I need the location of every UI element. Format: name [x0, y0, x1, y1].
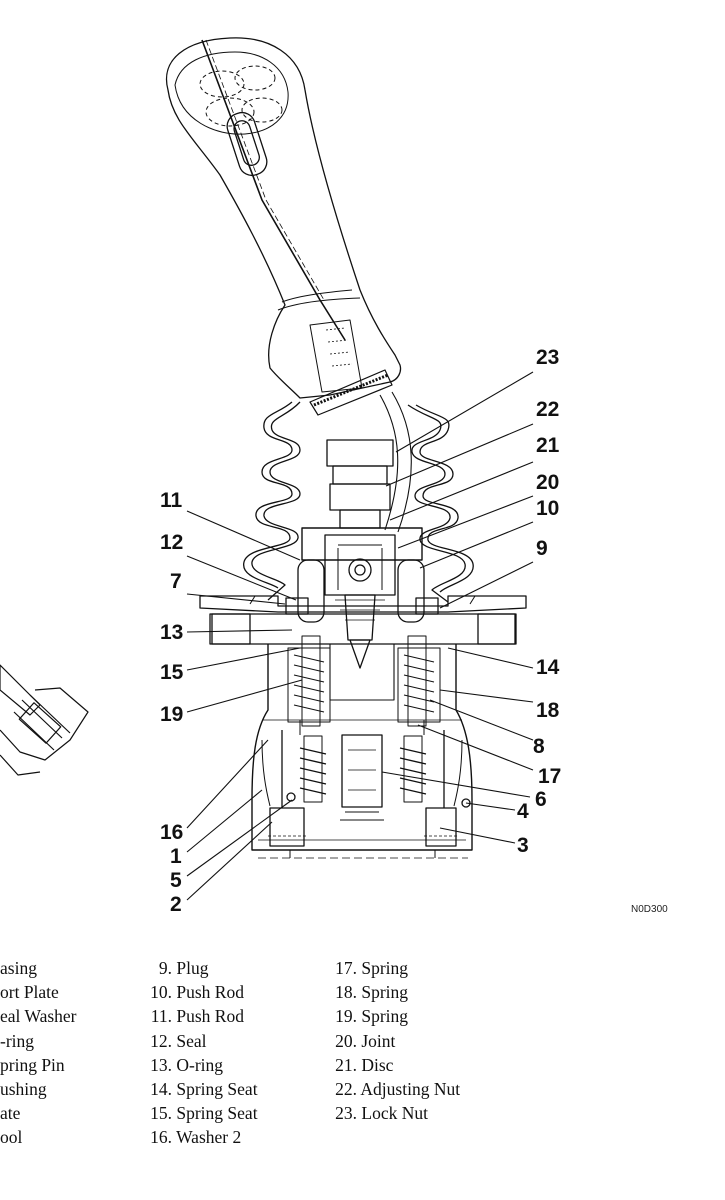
legend-item: 15. Spring Seat	[150, 1103, 258, 1124]
callout-9: 9	[536, 537, 548, 560]
legend-item: 21. Disc	[335, 1054, 394, 1075]
legend-item: 19. Spring	[335, 1006, 409, 1027]
legend-item: 11. Push Rod	[150, 1006, 244, 1027]
callout-14: 14	[536, 656, 560, 679]
legend-item: ort Plate	[0, 982, 59, 1003]
legend-item: 17. Spring	[335, 958, 409, 978]
joystick-valve-cross-section	[0, 37, 534, 901]
legend-item: 18. Spring	[335, 982, 409, 1003]
legend-item: asing	[0, 958, 37, 978]
legend-item: ool	[0, 1127, 23, 1148]
legend-column-2: 9. Plug 10. Push Rod 11. Push Rod 12. Se…	[140, 956, 258, 1150]
callout-5: 5	[170, 869, 182, 892]
callout-4: 4	[517, 800, 529, 823]
callout-3: 3	[517, 834, 529, 857]
figure-code: N0D300	[631, 904, 668, 915]
callout-1: 1	[170, 845, 182, 868]
wire-tube	[379, 391, 412, 533]
legend-item: eal Washer	[0, 1006, 77, 1027]
legend-item: 20. Joint	[335, 1030, 396, 1051]
legend-item: ate	[0, 1103, 21, 1124]
callout-8: 8	[533, 735, 545, 758]
callout-17: 17	[538, 765, 562, 788]
callout-16: 16	[160, 821, 184, 844]
legend-item: pring Pin	[0, 1054, 65, 1075]
legend-item: 10. Push Rod	[150, 982, 244, 1003]
springs	[281, 635, 445, 808]
leader-lines	[186, 371, 534, 901]
callout-23: 23	[536, 346, 560, 369]
callout-12: 12	[160, 531, 184, 554]
callout-15: 15	[160, 661, 184, 684]
handle-grip	[165, 37, 402, 416]
callout-10: 10	[536, 497, 560, 520]
legend-column-3: 17. Spring 18. Spring 19. Spring 20. Joi…	[325, 956, 460, 1125]
callout-7: 7	[170, 570, 182, 593]
rubber-boot	[243, 401, 474, 603]
joint-assembly	[301, 439, 423, 669]
callout-6: 6	[535, 788, 547, 811]
callout-2: 2	[170, 893, 182, 916]
callout-19: 19	[160, 703, 184, 726]
legend-item: 22. Adjusting Nut	[335, 1078, 461, 1099]
callout-18: 18	[536, 699, 560, 722]
callout-11: 11	[160, 489, 183, 512]
side-view-handle	[0, 664, 89, 776]
legend-item: 23. Lock Nut	[335, 1103, 428, 1124]
legend-item: ushing	[0, 1078, 47, 1099]
callout-22: 22	[536, 398, 560, 421]
legend-item: 16. Washer 2	[150, 1127, 242, 1148]
legend-item: 9. Plug	[158, 958, 209, 978]
legend-column-1: asing ort Plate eal Washer -ring pring P…	[0, 956, 77, 1150]
callout-21: 21	[536, 434, 560, 457]
top-plate	[199, 595, 527, 645]
callout-13: 13	[160, 621, 184, 644]
legend-item: 14. Spring Seat	[150, 1078, 258, 1099]
legend-item: 12. Seal	[150, 1030, 207, 1051]
valve-body	[251, 644, 473, 859]
legend-item: -ring	[0, 1030, 35, 1051]
push-rods	[285, 559, 439, 623]
callout-20: 20	[536, 471, 560, 494]
legend-item: 13. O-ring	[150, 1054, 224, 1075]
